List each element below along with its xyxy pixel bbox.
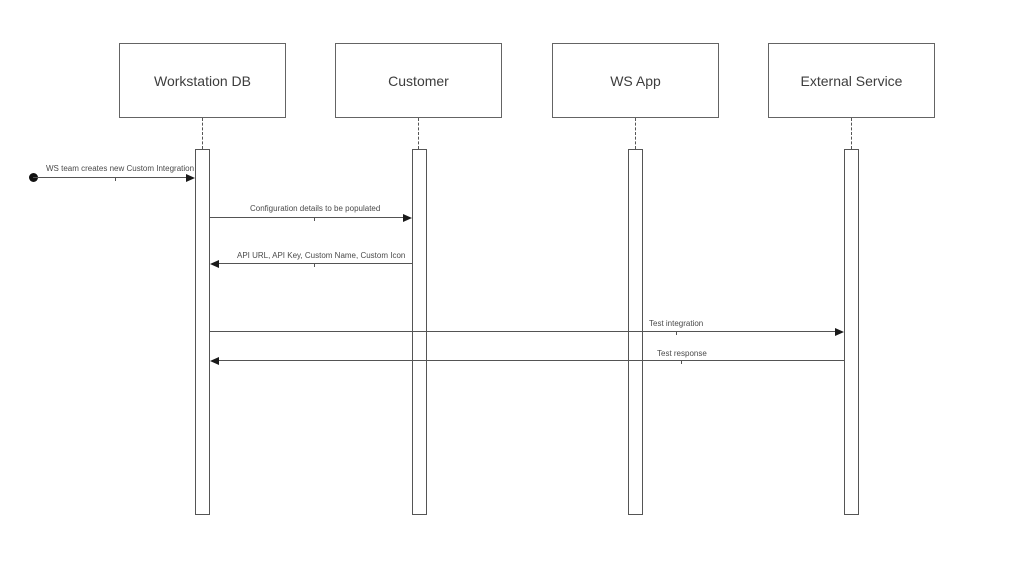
actor-box-workstation-db: Workstation DB (119, 43, 286, 118)
message-line-3 (218, 263, 412, 264)
lifeline-ws-app (635, 118, 636, 149)
actor-label-ws-app: WS App (610, 72, 661, 89)
message-label-3: API URL, API Key, Custom Name, Custom Ic… (237, 251, 406, 260)
message-label-1: WS team creates new Custom Integration (46, 164, 195, 173)
message-line-5 (218, 360, 844, 361)
label-anchor-tick (676, 332, 677, 335)
actor-label-external-service: External Service (800, 72, 903, 89)
activation-bar-workstation-db (195, 149, 210, 515)
actor-box-external-service: External Service (768, 43, 935, 118)
activation-bar-external-service (844, 149, 859, 515)
arrowhead-right-icon (403, 214, 412, 222)
lifeline-customer (418, 118, 419, 149)
message-label-4: Test integration (649, 319, 704, 328)
arrowhead-left-icon (210, 260, 219, 268)
activation-bar-ws-app (628, 149, 643, 515)
label-anchor-tick (314, 264, 315, 267)
arrowhead-right-icon (835, 328, 844, 336)
message-line-4 (210, 331, 836, 332)
activation-bar-customer (412, 149, 427, 515)
arrowhead-right-icon (186, 174, 195, 182)
message-line-1 (33, 177, 188, 178)
lifeline-external-service (851, 118, 852, 149)
message-line-2 (210, 217, 404, 218)
lifeline-workstation-db (202, 118, 203, 149)
label-anchor-tick (681, 361, 682, 364)
label-anchor-tick (115, 178, 116, 181)
message-label-5: Test response (657, 349, 707, 358)
actor-box-ws-app: WS App (552, 43, 719, 118)
arrowhead-left-icon (210, 357, 219, 365)
actor-label-workstation-db: Workstation DB (154, 72, 251, 89)
actor-label-customer: Customer (388, 72, 449, 89)
message-label-2: Configuration details to be populated (250, 204, 381, 213)
actor-box-customer: Customer (335, 43, 502, 118)
label-anchor-tick (314, 218, 315, 221)
